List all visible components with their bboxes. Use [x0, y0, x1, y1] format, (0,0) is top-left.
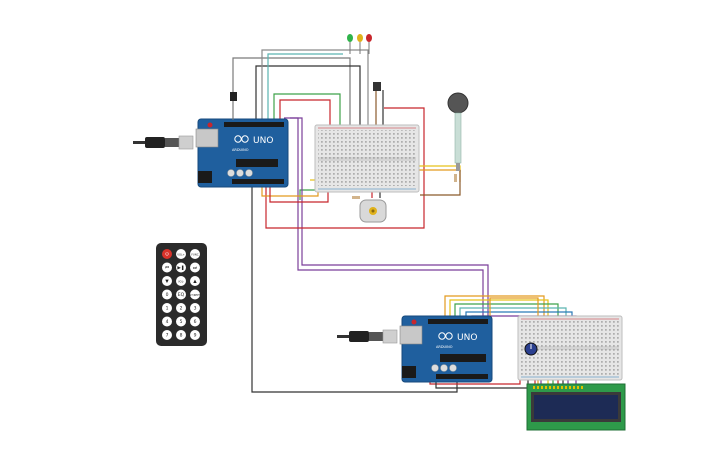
- remote-button-9[interactable]: 0: [162, 289, 172, 300]
- led-icon[interactable]: [366, 34, 372, 54]
- arduino-logo-icon: [234, 135, 249, 143]
- remote-button-label: ⏮: [165, 266, 169, 271]
- remote-button-label: 7: [166, 333, 169, 339]
- remote-button-13[interactable]: 2: [176, 303, 186, 313]
- remote-button-label: ▶❚: [177, 265, 184, 271]
- remote-button-label: 1: [166, 306, 169, 312]
- remote-buttons: ⏻ VOL+ FUNC ⏮ ▶❚ ⏭ ▼ VOL- ▲ 0 EQ ST/REPT 1 2 3 4 5 6 7 8 9: [162, 249, 201, 340]
- board-sub-label: ARDUINO: [436, 345, 453, 349]
- remote-button-label: ⏭: [193, 266, 197, 271]
- arduino-uno-top[interactable]: UNO ARDUINO: [195, 118, 289, 188]
- breadboard-bottom[interactable]: [517, 315, 623, 381]
- remote-button-20[interactable]: 9: [190, 330, 200, 340]
- remote-button-3[interactable]: ⏮: [162, 262, 172, 273]
- remote-button-label: ⏻: [165, 252, 169, 258]
- remote-button-label: ▲: [193, 280, 197, 285]
- remote-button-label: 0: [166, 292, 169, 298]
- remote-button-8[interactable]: ▲: [190, 276, 200, 286]
- remote-button-label: 3: [194, 306, 197, 312]
- remote-button-16[interactable]: 5: [176, 316, 186, 327]
- remote-button-2[interactable]: FUNC: [190, 249, 200, 259]
- uno-label: UNO: [253, 136, 273, 146]
- remote-button-14[interactable]: 3: [190, 303, 200, 313]
- force-sensor-icon[interactable]: [447, 92, 469, 171]
- arduino-logo-icon: [438, 332, 453, 340]
- ir-receiver-icon[interactable]: [230, 92, 237, 120]
- remote-button-label: ST/REPT: [190, 293, 201, 297]
- remote-button-17[interactable]: 6: [190, 316, 200, 327]
- led-icon[interactable]: [347, 34, 353, 54]
- remote-button-label: 6: [194, 319, 197, 325]
- remote-button-label: VOL-: [178, 280, 184, 284]
- remote-button-1[interactable]: VOL+: [176, 249, 186, 259]
- remote-button-7[interactable]: VOL-: [176, 276, 186, 286]
- remote-button-19[interactable]: 8: [176, 330, 186, 340]
- remote-button-label: 8: [180, 333, 183, 339]
- uno-label: UNO: [457, 333, 477, 343]
- breadboard-top[interactable]: [314, 124, 420, 193]
- potentiometer-icon[interactable]: [524, 342, 538, 356]
- board-sub-label: ARDUINO: [232, 148, 249, 152]
- resistor-icon: [352, 174, 457, 199]
- remote-button-label: 9: [194, 333, 197, 339]
- usb-cable-icon: [133, 135, 194, 150]
- led-icon[interactable]: [357, 34, 363, 54]
- remote-button-12[interactable]: 1: [162, 303, 172, 313]
- remote-button-15[interactable]: 4: [162, 316, 172, 327]
- remote-button-label: FUNC: [191, 253, 198, 257]
- remote-button-label: 4: [166, 319, 169, 325]
- remote-button-label: ▼: [165, 280, 169, 285]
- remote-button-18[interactable]: 7: [162, 330, 172, 340]
- remote-button-label: 2: [180, 306, 183, 312]
- usb-cable-icon: [337, 329, 398, 344]
- remote-button-4[interactable]: ▶❚: [176, 262, 186, 273]
- ir-remote[interactable]: ⏻ VOL+ FUNC ⏮ ▶❚ ⏭ ▼ VOL- ▲ 0 EQ ST/REPT 1 2 3 4 5 6 7 8 9: [156, 243, 207, 346]
- photoresistor-icon[interactable]: [373, 82, 381, 91]
- lcd-display[interactable]: [526, 383, 626, 431]
- remote-button-label: EQ: [178, 292, 185, 298]
- remote-button-11[interactable]: ST/REPT: [190, 289, 201, 300]
- remote-button-label: 5: [180, 319, 183, 325]
- remote-button-label: VOL+: [177, 253, 184, 257]
- dc-motor-icon[interactable]: [359, 199, 387, 223]
- remote-button-10[interactable]: EQ: [176, 289, 186, 300]
- remote-button-5[interactable]: ⏭: [190, 262, 200, 273]
- remote-button-0[interactable]: ⏻: [162, 249, 172, 259]
- remote-button-6[interactable]: ▼: [162, 276, 172, 286]
- arduino-uno-bottom[interactable]: UNO ARDUINO: [399, 315, 493, 383]
